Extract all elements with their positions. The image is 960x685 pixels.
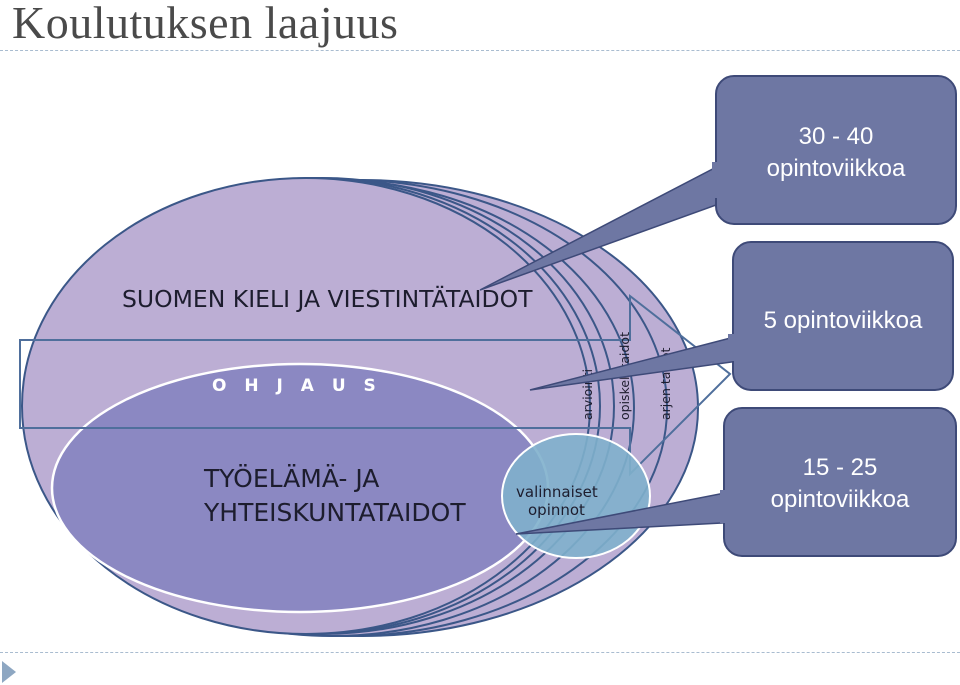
slide-title: Koulutuksen laajuus <box>12 0 399 48</box>
callout-1-line2: opintoviikkoa <box>767 155 906 182</box>
callout-1-line1: 30 - 40 <box>799 123 874 150</box>
guidance-arrow <box>19 293 732 477</box>
outer-label: SUOMEN KIELI JA VIESTINTÄTAIDOT <box>122 285 533 313</box>
callout-1-box <box>715 75 957 225</box>
inner-label-line1: TYÖELÄMÄ- JA <box>203 464 379 493</box>
callout-3-box <box>723 407 957 557</box>
guidance-label: O H J A U S <box>212 376 382 396</box>
callout-2-line1: 5 opintoviikkoa <box>764 307 923 334</box>
slide-nav-arrow-icon[interactable] <box>2 661 16 683</box>
callout-3: 15 - 25 opintoviikkoa <box>515 407 957 557</box>
electives-label-line2: opinnot <box>528 501 585 519</box>
inner-label-line2: YHTEISKUNTATAIDOT <box>203 498 466 527</box>
callout-3-line1: 15 - 25 <box>803 454 878 481</box>
callout-3-line2: opintoviikkoa <box>771 486 910 513</box>
title-divider <box>0 50 960 51</box>
footer-divider <box>0 652 960 653</box>
electives-label-line1: valinnaiset <box>516 483 598 501</box>
callout-2: 5 opintoviikkoa <box>529 241 954 391</box>
callout-1: 30 - 40 opintoviikkoa <box>479 75 957 291</box>
callout-2-box <box>732 241 954 391</box>
